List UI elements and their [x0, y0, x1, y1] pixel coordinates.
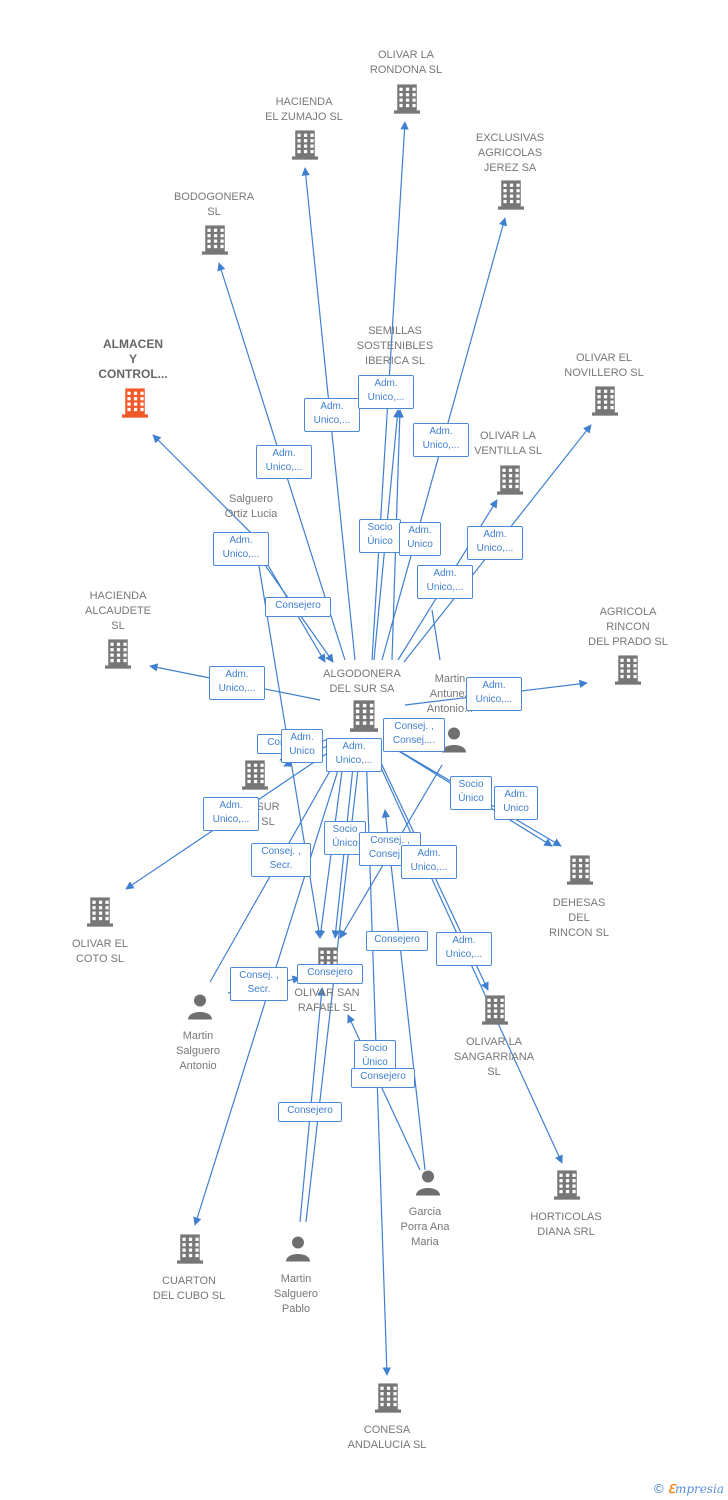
node-label: HACIENDA EL ZUMAJO SL — [265, 96, 343, 123]
relation-label[interactable]: Adm. Unico,... — [436, 932, 492, 966]
relationship-edge — [347, 1014, 421, 1171]
relation-label[interactable]: Adm. Unico — [281, 729, 323, 763]
relation-label[interactable]: Consejero — [351, 1068, 415, 1088]
relation-label[interactable]: Adm. Unico,... — [213, 532, 269, 566]
relation-label[interactable]: Consejero — [278, 1102, 342, 1122]
building-icon — [394, 83, 420, 120]
building-icon — [350, 699, 378, 738]
relation-label[interactable]: Adm. Unico,... — [203, 797, 259, 831]
brand-logo: ℇmpresia — [667, 1482, 724, 1496]
footer-brand: ©ℇmpresia — [654, 1481, 724, 1496]
node-label: Martin Salguero Antonio — [175, 1030, 221, 1072]
relationship-edge — [381, 809, 426, 1171]
relationship-edge — [431, 609, 441, 661]
relation-label[interactable]: Adm. Unico — [494, 786, 538, 820]
building-icon — [482, 994, 508, 1031]
relation-label[interactable]: Adm. Unico,... — [401, 845, 457, 879]
node-label: Martin Antunez Antonio... — [426, 673, 474, 715]
relation-label[interactable]: Socio Único — [324, 821, 366, 855]
node-label: AGRICOLA RINCON DEL PRADO SL — [588, 606, 668, 648]
node-label: BODOGONERA SL — [173, 191, 255, 218]
building-icon — [497, 464, 523, 501]
relation-label[interactable]: Socio Único — [359, 519, 401, 553]
person-icon — [414, 1169, 442, 1202]
relation-label[interactable]: Adm. Unico,... — [209, 666, 265, 700]
node-label: SUR SL — [256, 801, 280, 828]
relation-label[interactable]: Adm. Unico,... — [417, 565, 473, 599]
building-icon — [554, 1169, 580, 1206]
relationship-edge — [152, 434, 259, 541]
node-label: CUARTON DEL CUBO SL — [152, 1275, 226, 1302]
building-icon — [292, 129, 318, 166]
node-label: ALGODONERA DEL SUR SA — [323, 668, 401, 695]
person-icon — [284, 1235, 312, 1268]
node-label: HORTICOLAS DIANA SRL — [530, 1211, 602, 1238]
node-label: OLIVAR EL COTO SL — [71, 938, 129, 965]
node-label: Martin Salguero Pablo — [273, 1273, 319, 1315]
person-icon — [186, 993, 214, 1026]
node-label: ALMACEN Y CONTROL... — [98, 337, 168, 381]
node-label: DEHESAS DEL RINCON SL — [549, 897, 609, 939]
node-label: CONESA ANDALUCIA SL — [347, 1424, 427, 1451]
node-label: Garcia Porra Ana Maria — [400, 1206, 450, 1248]
node-label: EXCLUSIVAS AGRICOLAS JEREZ SA — [475, 132, 545, 174]
node-label: OLIVAR EL NOVILLERO SL — [564, 352, 644, 379]
relation-label[interactable]: Consejero — [366, 931, 428, 951]
relation-label[interactable]: Consej. , Secr. — [251, 843, 311, 877]
building-icon — [615, 654, 641, 691]
relation-label[interactable]: Adm. Unico,... — [304, 398, 360, 432]
building-icon — [567, 854, 593, 891]
person-icon — [440, 726, 468, 759]
building-icon — [242, 759, 268, 796]
node-label: SEMILLAS SOSTENIBLES IBERICA SL — [356, 325, 434, 367]
node-label: OLIVAR LA SANGARRIANA SL — [453, 1036, 535, 1078]
relation-label[interactable]: Consejero — [265, 597, 331, 617]
relation-label[interactable]: Adm. Unico,... — [467, 526, 523, 560]
relation-label[interactable]: Adm. Unico,... — [466, 677, 522, 711]
building-icon — [177, 1233, 203, 1270]
node-label: OLIVAR LA VENTILLA SL — [474, 430, 542, 457]
relation-label[interactable]: Consejero — [297, 964, 363, 984]
copyright-symbol: © — [653, 1481, 664, 1496]
relation-label[interactable]: Adm. Unico — [399, 522, 441, 556]
building-icon — [498, 179, 524, 216]
relation-label[interactable]: Adm. Unico,... — [326, 738, 382, 772]
relation-label[interactable]: Socio Único — [450, 776, 492, 810]
relation-label[interactable]: Consej. , Secr. — [230, 967, 288, 1001]
building-icon — [122, 387, 148, 424]
relation-label[interactable]: Adm. Unico,... — [358, 375, 414, 409]
relation-label[interactable]: Adm. Unico,... — [256, 445, 312, 479]
building-icon — [202, 224, 228, 261]
relation-label[interactable]: Adm. Unico,... — [413, 423, 469, 457]
relation-label[interactable]: Consej. , Consej.... — [383, 718, 445, 752]
node-label: HACIENDA ALCAUDETE SL — [84, 590, 152, 632]
building-icon — [375, 1382, 401, 1419]
node-label: Salguero Ortiz Lucia — [224, 493, 278, 520]
building-icon — [105, 638, 131, 675]
node-label: OLIVAR LA RONDONA SL — [369, 49, 443, 76]
building-icon — [592, 385, 618, 422]
building-icon — [87, 896, 113, 933]
node-label: OLIVAR SAN RAFAEL SL — [294, 987, 360, 1014]
